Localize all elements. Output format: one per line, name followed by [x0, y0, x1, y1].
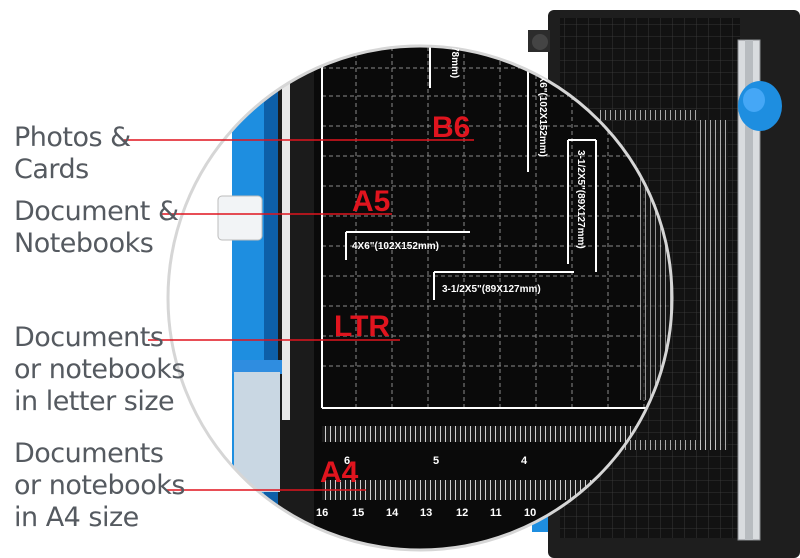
- ruler-number: 12: [456, 507, 468, 519]
- size-marker-ltr: LTR: [334, 310, 390, 343]
- ruler-number: 13: [420, 507, 432, 519]
- ruler-number: 10: [524, 507, 536, 519]
- size-marker-a4: A4: [320, 456, 359, 489]
- label-vertical-3x5: 3-1/2X5"(89X127mm): [575, 150, 586, 249]
- magnifier-rim: [166, 44, 674, 552]
- size-marker-b6: B6: [432, 111, 470, 144]
- callout-document-notebooks: Document & Notebooks: [14, 196, 179, 259]
- blade-slider-knob: [738, 81, 782, 131]
- ruler-number: 5: [433, 455, 439, 467]
- callout-letter-size: Documents or notebooks in letter size: [14, 322, 185, 417]
- leader-lines: [124, 139, 474, 491]
- size-marker-a5: A5: [352, 185, 390, 218]
- ruler-number: 15: [352, 507, 364, 519]
- ruler-number: 16: [316, 507, 328, 519]
- callout-photos-cards: Photos & Cards: [14, 122, 131, 185]
- label-78mm: 78mm): [449, 46, 460, 78]
- callout-a4-size: Documents or notebooks in A4 size: [14, 438, 185, 533]
- ruler-number: 11: [490, 507, 502, 519]
- ruler-number: 4: [521, 455, 528, 467]
- label-horizontal-4x6: 4X6"(102X152mm): [352, 241, 439, 252]
- label-vertical-4x6: 4X6"(102X152mm): [537, 70, 548, 157]
- label-horizontal-3x5: 3-1/2X5"(89X127mm): [442, 284, 541, 295]
- ruler-number: 14: [386, 507, 399, 519]
- ruler-number: 6: [344, 455, 350, 467]
